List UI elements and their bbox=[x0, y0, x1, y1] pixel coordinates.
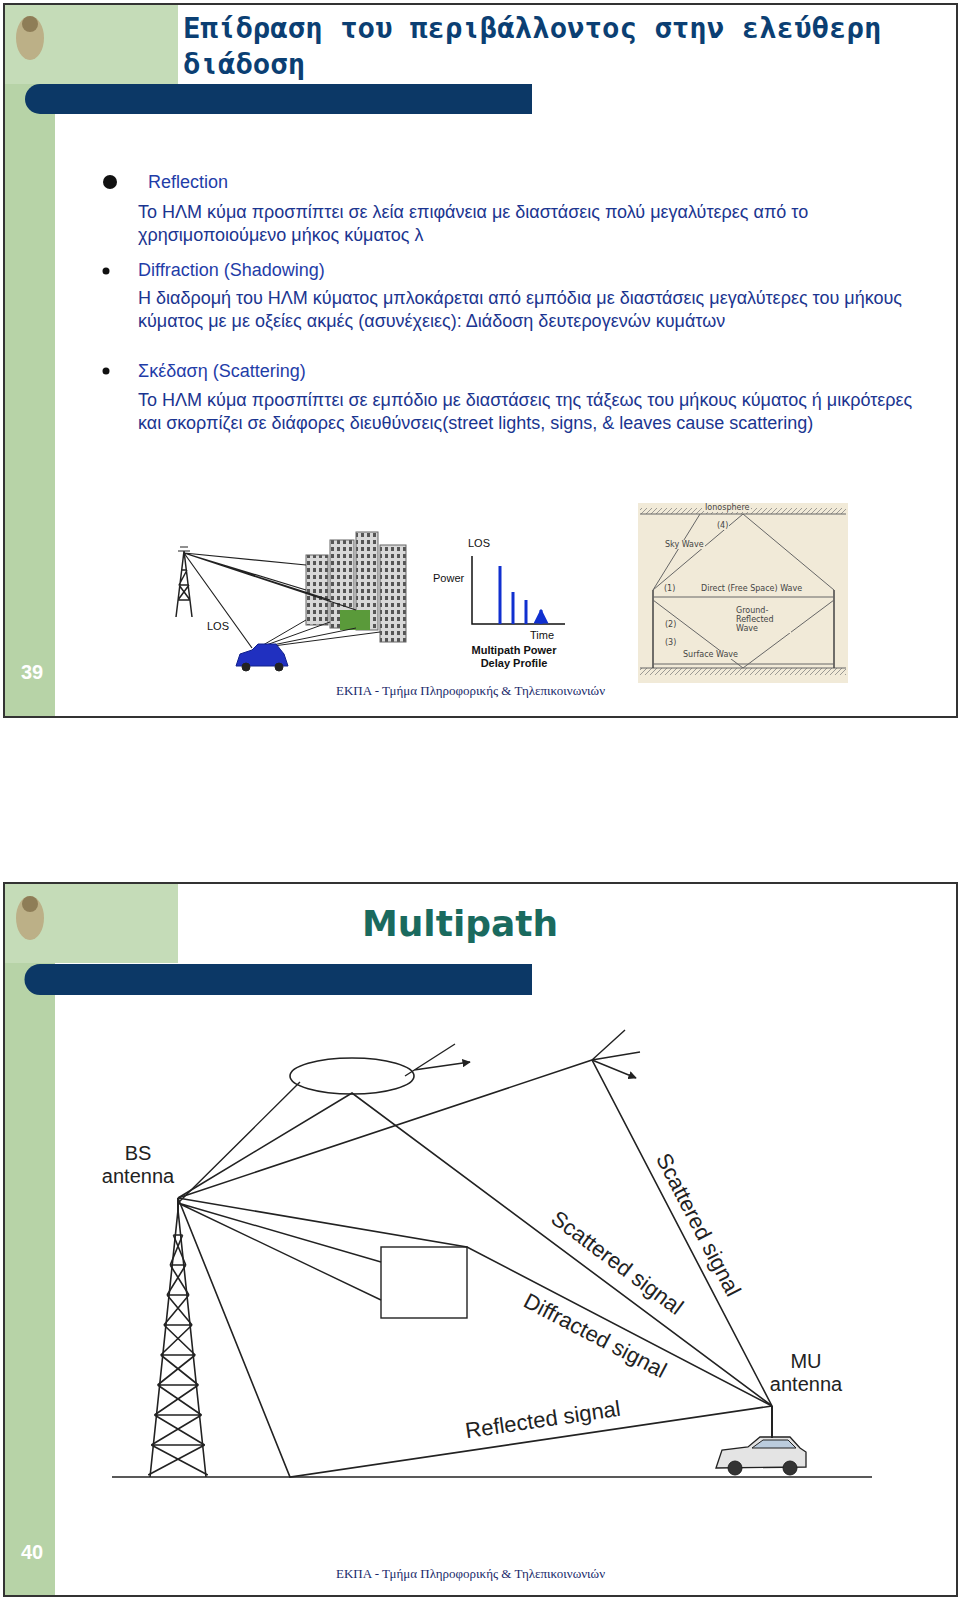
slide-frame bbox=[4, 4, 957, 1596]
figure-stroke bbox=[653, 597, 834, 598]
figure-stroke bbox=[500, 566, 541, 624]
slide-title: Επίδραση του περιβάλλοντος στην ελεύθερη… bbox=[183, 10, 955, 82]
tower-brace bbox=[151, 1415, 204, 1445]
figure-caption: Multipath Power Delay Profile bbox=[458, 644, 570, 670]
callout-number: (4) bbox=[716, 521, 729, 530]
figure-stroke bbox=[783, 1461, 797, 1475]
signal-path bbox=[178, 1198, 772, 1406]
figure-stroke bbox=[150, 1210, 206, 1477]
bullet-body: Το ΗΛΜ κύμα προσπίπτει σε εμπόδιο με δια… bbox=[138, 389, 928, 435]
figure-stroke bbox=[178, 1082, 381, 1300]
tower-brace bbox=[167, 1265, 189, 1295]
figure-stroke bbox=[5, 5, 178, 84]
figure-stroke bbox=[728, 1461, 742, 1475]
bullet-heading: Diffraction (Shadowing) bbox=[138, 259, 538, 281]
page-number: 40 bbox=[14, 1540, 50, 1564]
figure-stroke bbox=[103, 268, 110, 275]
bullet-heading: Reflection bbox=[148, 171, 448, 193]
figure-label: Direct (Free Space) Wave bbox=[700, 584, 803, 593]
figure-stroke bbox=[112, 1476, 872, 1478]
figure-stroke bbox=[380, 545, 406, 642]
figure-label: Sky Wave bbox=[664, 540, 705, 549]
figure-stroke bbox=[22, 896, 38, 912]
figure-stroke bbox=[472, 556, 565, 624]
callout-number: (3) bbox=[664, 638, 677, 647]
bullet-heading: Σκέδαση (Scattering) bbox=[138, 360, 538, 382]
figure-stroke bbox=[242, 663, 250, 671]
figure-label: Surface Wave bbox=[682, 650, 739, 659]
figure-stroke bbox=[4, 4, 957, 717]
figure-stroke bbox=[103, 368, 110, 375]
figure-stroke bbox=[640, 668, 846, 675]
figure-stroke bbox=[340, 610, 370, 630]
tower-brace bbox=[155, 1385, 202, 1415]
slide-title: Multipath bbox=[300, 903, 620, 945]
tower-brace bbox=[164, 1295, 192, 1325]
signal-path bbox=[178, 1198, 772, 1477]
bullet-body: Η διαδρομή του ΗΛΜ κύματος μπλοκάρεται α… bbox=[138, 287, 928, 333]
antenna-node: MU antenna bbox=[754, 1348, 858, 1406]
figure-stroke bbox=[653, 664, 834, 665]
bullet-dot bbox=[103, 175, 118, 375]
antenna-label: BS antenna bbox=[92, 1142, 184, 1188]
figure-stroke bbox=[4, 883, 957, 1596]
figure-stroke bbox=[25, 84, 532, 114]
axis-label: Power bbox=[433, 572, 464, 585]
figure-stroke bbox=[178, 547, 190, 551]
figure-stroke bbox=[638, 503, 848, 683]
figure-stroke bbox=[306, 555, 328, 625]
figure-stroke bbox=[592, 1030, 640, 1078]
tower-brace bbox=[170, 1235, 186, 1265]
signal-path bbox=[178, 1093, 772, 1406]
tower-brace bbox=[148, 1445, 208, 1475]
figure-label: LOS bbox=[468, 537, 490, 550]
bullet-body: Το ΗΛΜ κύμα προσπίπτει σε λεία επιφάνεια… bbox=[138, 201, 928, 247]
figure-stroke bbox=[653, 600, 834, 668]
power-delay-profile bbox=[472, 556, 565, 624]
antenna-node: BS antenna bbox=[88, 1140, 188, 1198]
antenna-mast bbox=[771, 1406, 773, 1438]
page-number: 39 bbox=[14, 660, 50, 684]
figure-stroke bbox=[290, 1058, 414, 1094]
multipath-illustration bbox=[112, 1030, 872, 1477]
figure-stroke bbox=[653, 590, 834, 668]
figure-label: Ground-Reflected Wave bbox=[735, 606, 791, 633]
axis-label: Time bbox=[530, 629, 554, 642]
footer: ΕΚΠΑ - Τμήμα Πληροφορικής & Τηλεπικοινων… bbox=[336, 683, 605, 699]
propagation-modes-figure bbox=[638, 503, 848, 683]
figure-stroke bbox=[381, 1247, 467, 1318]
tower-brace bbox=[158, 1355, 199, 1385]
figure-stroke bbox=[24, 964, 532, 995]
footer: ΕΚΠΑ - Τμήμα Πληροφορικής & Τηλεπικοινων… bbox=[336, 1566, 605, 1582]
figure-stroke bbox=[752, 1440, 796, 1448]
callout-number: (1) bbox=[663, 584, 676, 593]
urban-multipath-figure bbox=[176, 532, 406, 671]
antenna-label: MU antenna bbox=[758, 1350, 854, 1396]
figure-stroke bbox=[5, 884, 178, 963]
signal-path bbox=[178, 1060, 772, 1406]
figure-stroke bbox=[22, 16, 38, 32]
figure-stroke bbox=[275, 663, 283, 671]
figure-stroke bbox=[16, 16, 44, 60]
callout-number: (2) bbox=[664, 620, 677, 629]
figure-label: LOS bbox=[207, 620, 229, 633]
figure-stroke bbox=[653, 514, 700, 590]
figure-stroke bbox=[653, 514, 834, 590]
figure-stroke bbox=[103, 175, 117, 189]
figure-stroke bbox=[16, 896, 44, 940]
tower-brace bbox=[161, 1325, 195, 1355]
figure-stroke bbox=[405, 1044, 470, 1076]
figure-label: Ionosphere bbox=[704, 503, 751, 512]
